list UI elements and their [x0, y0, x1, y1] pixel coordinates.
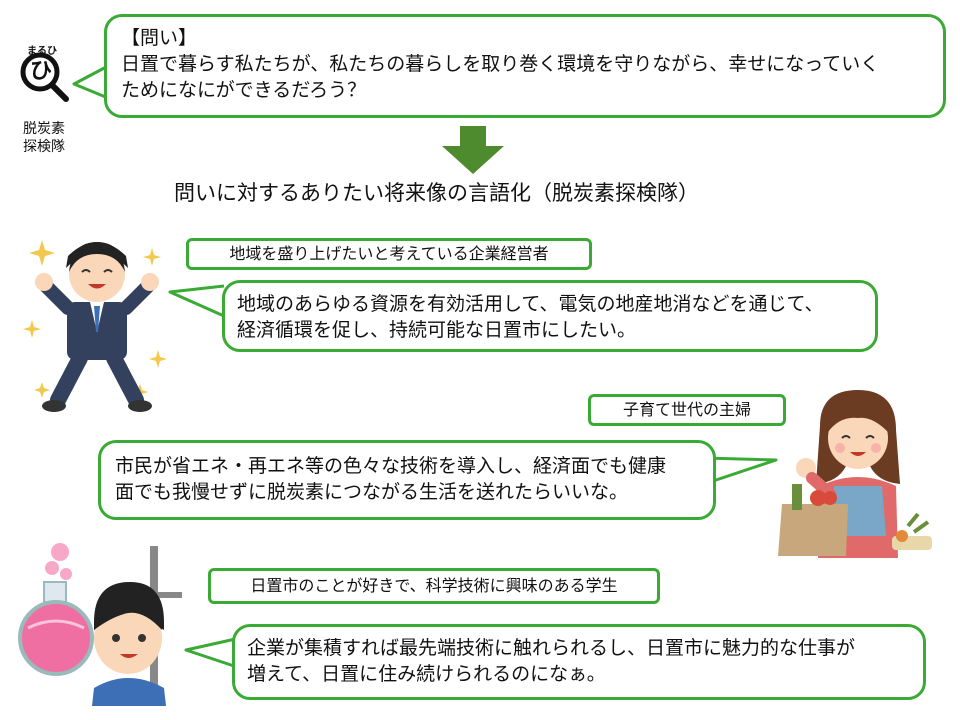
persona-role-student: 日置市のことが好きで、科学技術に興味のある学生: [208, 568, 660, 604]
question-bubble: 【問い】 日置で暮らす私たちが、私たちの暮らしを取り巻く環境を守りながら、幸せに…: [104, 14, 946, 118]
team-name: 脱炭素 探検隊: [12, 120, 76, 156]
homemaker-illustration: [768, 386, 938, 558]
question-text: 日置で暮らす私たちが、私たちの暮らしを取り巻く環境を守りながら、幸せになっていく…: [121, 51, 929, 103]
persona-1-quote-bubble: 地域のあらゆる資源を有効活用して、電気の地産地消などを通じて、 経済循環を促し、…: [222, 280, 878, 352]
student-illustration: [14, 538, 194, 706]
persona-3-quote: 企業が集積すれば最先端技術に触れられるし、日置市に魅力的な仕事が 増えて、日置に…: [247, 635, 911, 687]
team-name-line1: 脱炭素: [12, 120, 76, 138]
logo-arc-text: まるひ: [22, 42, 62, 57]
vision-heading: 問いに対するありたい将来像の言語化（脱炭素探検隊）: [174, 178, 794, 208]
persona-3-quote-bubble: 企業が集積すれば最先端技術に触れられるし、日置市に魅力的な仕事が 増えて、日置に…: [232, 624, 926, 700]
persona-role-business-owner: 地域を盛り上げたいと考えている企業経営者: [186, 238, 592, 270]
question-label: 【問い】: [121, 25, 929, 51]
business-owner-illustration: [22, 228, 172, 414]
persona-role-homemaker: 子育て世代の主婦: [588, 394, 786, 426]
down-arrow-icon: [440, 126, 506, 176]
logo-character: ひ: [27, 58, 55, 86]
persona-1-bubble-tail: [168, 282, 228, 322]
team-name-line2: 探検隊: [12, 138, 76, 156]
persona-2-quote-bubble: 市民が省エネ・再エネ等の色々な技術を導入し、経済面でも健康 面でも我慢せずに脱炭…: [98, 440, 716, 520]
team-logo: まるひ ひ: [12, 40, 76, 104]
persona-2-quote: 市民が省エネ・再エネ等の色々な技術を導入し、経済面でも健康 面でも我慢せずに脱炭…: [115, 453, 699, 505]
persona-1-quote: 地域のあらゆる資源を有効活用して、電気の地産地消などを通じて、 経済循環を促し、…: [237, 291, 863, 343]
